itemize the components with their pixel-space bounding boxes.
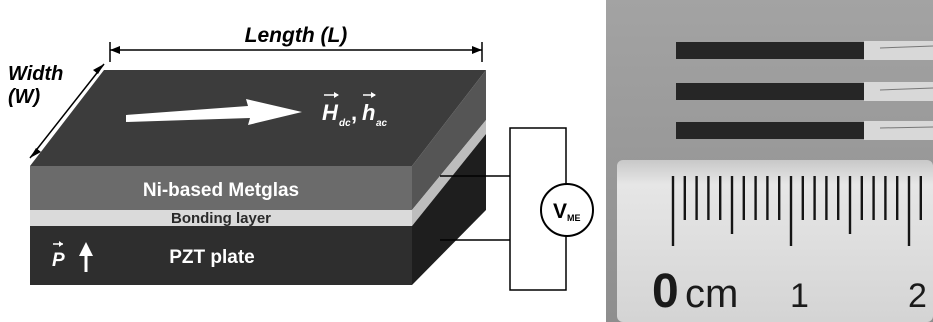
sample-electrode-3 — [864, 121, 933, 140]
sample-wire-3 — [879, 126, 933, 129]
polarization-vector-tip — [59, 241, 63, 247]
ruler-one-label: 1 — [790, 277, 809, 315]
metglas-label: Ni-based Metglas — [143, 180, 299, 201]
width-arrow-top — [93, 64, 104, 74]
field-arrow-icon — [126, 99, 302, 125]
metglas-side — [412, 70, 486, 210]
laminate-diagram: Length (L) Width (W) Ni-based Metglas Bo… — [8, 24, 594, 291]
pzt-layer — [30, 226, 412, 285]
length-arrow-right — [472, 46, 482, 54]
field-hac-sub: ac — [376, 118, 388, 129]
hac-vector-tip — [371, 92, 376, 98]
sample-electrode-1 — [864, 41, 933, 60]
width-label-line2: (W) — [8, 86, 41, 108]
polarization-arrow-icon — [79, 242, 93, 256]
sample-wire-1 — [879, 45, 933, 49]
pzt-label: PZT plate — [169, 247, 255, 268]
length-label: Length (L) — [245, 24, 348, 47]
length-arrow-left — [110, 46, 120, 54]
ruler-ticks — [671, 176, 922, 246]
field-h-sub: dc — [339, 118, 351, 129]
ruler-two-label: 2 — [908, 277, 927, 315]
ruler-zero-label: 0 — [652, 265, 679, 318]
width-arrow-bottom — [30, 148, 41, 158]
width-dimension-line — [29, 63, 105, 159]
sample-strip-1 — [676, 42, 864, 59]
sample-strip-2 — [676, 83, 864, 100]
field-hac-label: h — [362, 100, 375, 125]
bonding-label: Bonding layer — [171, 210, 271, 227]
polarization-label: P — [52, 250, 65, 271]
sample-strip-3 — [676, 122, 864, 139]
bonding-layer — [30, 210, 412, 226]
voltmeter-icon — [540, 183, 594, 237]
field-h-label: H — [322, 100, 339, 125]
metglas-layer — [30, 166, 412, 210]
bonding-side — [412, 120, 486, 226]
sample-strips — [676, 41, 933, 140]
sample-wire-2 — [879, 87, 933, 91]
pzt-side — [412, 134, 486, 285]
field-sep: , — [351, 100, 357, 125]
ruler-unit-label: cm — [685, 272, 738, 316]
h-vector-tip — [334, 92, 339, 98]
sample-photo: 0 cm 1 2 — [606, 0, 933, 322]
field-label: H dc , h ac — [322, 92, 388, 129]
width-label-line1: Width — [8, 63, 63, 85]
voltage-sub: ME — [567, 213, 581, 223]
sample-electrode-2 — [864, 82, 933, 101]
voltage-label: V — [553, 200, 567, 223]
